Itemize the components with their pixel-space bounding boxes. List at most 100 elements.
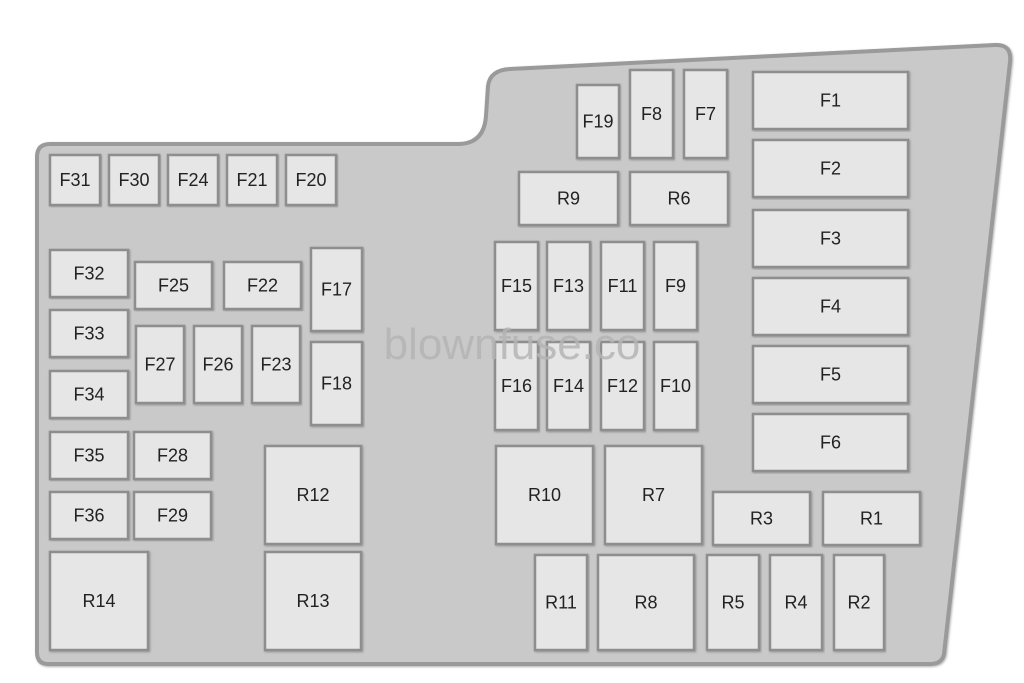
fuse-slot-box — [533, 553, 589, 652]
fuse-slot-label: F7 — [695, 104, 716, 124]
fuse-slot-label: R2 — [847, 593, 870, 613]
fuse-slot-f30: F30 — [107, 153, 161, 207]
fuse-slot-f13: F13 — [545, 240, 592, 332]
fuse-slot-label: R5 — [721, 593, 744, 613]
fuse-slot-box — [575, 83, 621, 160]
fuse-slot-f16: F16 — [493, 340, 540, 432]
fuse-slot-label: R12 — [296, 485, 329, 505]
fuse-slot-box — [603, 444, 704, 546]
fuse-slot-box — [263, 550, 363, 652]
fuse-slot-box — [821, 490, 922, 547]
fuse-slot-label: R11 — [545, 593, 577, 613]
fuse-slot-r3: R3 — [711, 490, 812, 547]
fuse-slot-label: F12 — [607, 376, 638, 396]
fuse-slot-f6: F6 — [751, 412, 910, 473]
fuse-slot-label: F18 — [321, 374, 352, 394]
fuse-slot-r13: R13 — [263, 550, 363, 652]
fuse-slot-f27: F27 — [134, 324, 186, 405]
fuse-slot-r1: R1 — [821, 490, 922, 547]
fuse-slot-label: F31 — [59, 170, 90, 190]
fuse-slot-label: F16 — [501, 376, 532, 396]
fuse-slot-box — [48, 308, 130, 359]
fuse-cells: F1F2F3F4F5F6F7F8F9F10F11F12F13F14F15F16F… — [48, 68, 922, 652]
fuse-slot-box — [711, 490, 812, 547]
fuse-slot-label: F10 — [660, 376, 691, 396]
fuse-slot-box — [132, 430, 213, 481]
fuse-slot-box — [494, 444, 595, 546]
fuse-slot-label: F8 — [641, 104, 662, 124]
fuse-slot-label: F6 — [820, 433, 841, 453]
fuse-slot-label: R10 — [528, 485, 561, 505]
fuse-slot-f14: F14 — [545, 340, 592, 432]
fuse-slot-box — [705, 553, 761, 652]
fuse-slot-label: F25 — [158, 276, 189, 296]
fuse-slot-f15: F15 — [493, 240, 540, 332]
fuse-slot-box — [628, 68, 675, 160]
fuse-slot-box — [263, 444, 363, 546]
fuse-slot-box — [48, 550, 150, 652]
fuse-slot-label: F26 — [202, 355, 233, 375]
fuse-slot-r7: R7 — [603, 444, 704, 546]
fuse-slot-box — [309, 246, 364, 333]
fuse-slot-f22: F22 — [222, 260, 303, 311]
fuse-slot-box — [222, 260, 303, 311]
fuse-slot-f28: F28 — [132, 430, 213, 481]
fuse-slot-label: R13 — [296, 591, 329, 611]
fuse-slot-box — [545, 340, 592, 432]
fuse-slot-f34: F34 — [48, 369, 130, 420]
fuse-slot-box — [493, 340, 540, 432]
fuse-slot-r2: R2 — [832, 553, 886, 652]
fuse-slot-f20: F20 — [284, 153, 338, 207]
fuse-slot-f10: F10 — [652, 340, 699, 432]
fuse-slot-r6: R6 — [628, 170, 730, 227]
fuse-slot-label: R7 — [642, 485, 665, 505]
fuse-slot-box — [768, 553, 824, 652]
fuse-slot-f12: F12 — [599, 340, 646, 432]
fuse-slot-label: F5 — [820, 365, 841, 385]
fuse-slot-box — [751, 276, 910, 337]
fuse-slot-box — [493, 240, 540, 332]
fuse-slot-r14: R14 — [48, 550, 150, 652]
fuse-slot-box — [751, 208, 910, 269]
fuse-slot-label: F3 — [820, 229, 841, 249]
fuse-slot-box — [517, 170, 620, 227]
fuse-slot-box — [225, 153, 279, 207]
fuse-slot-f33: F33 — [48, 308, 130, 359]
fuse-slot-r4: R4 — [768, 553, 824, 652]
fuse-slot-f7: F7 — [682, 68, 729, 160]
fuse-slot-box — [48, 153, 102, 207]
fuse-slot-box — [751, 344, 910, 405]
fuse-slot-label: R9 — [557, 189, 580, 209]
fuse-slot-label: F15 — [501, 276, 532, 296]
fuse-slot-label: F9 — [665, 276, 686, 296]
fuse-slot-box — [48, 248, 130, 299]
fuse-slot-label: F23 — [260, 355, 291, 375]
fuse-slot-r9: R9 — [517, 170, 620, 227]
fuse-slot-box — [545, 240, 592, 332]
fuse-slot-label: F27 — [144, 355, 175, 375]
fuse-slot-f3: F3 — [751, 208, 910, 269]
fuse-slot-f5: F5 — [751, 344, 910, 405]
fuse-slot-label: F14 — [553, 376, 584, 396]
fuse-slot-r5: R5 — [705, 553, 761, 652]
watermark-text: blownfuse.co — [384, 320, 641, 369]
fuse-slot-f26: F26 — [192, 324, 244, 405]
fuse-slot-box — [751, 70, 910, 131]
fuse-slot-box — [832, 553, 886, 652]
fuse-slot-box — [134, 324, 186, 405]
fuse-slot-box — [48, 430, 130, 481]
fuse-slot-label: F28 — [157, 446, 188, 466]
fuse-slot-box — [652, 240, 699, 332]
fuse-slot-box — [250, 324, 302, 405]
fuse-slot-box — [284, 153, 338, 207]
fuse-slot-box — [309, 340, 364, 427]
fuse-slot-f11: F11 — [599, 240, 646, 332]
fuse-slot-box — [599, 340, 646, 432]
fuse-slot-label: F34 — [73, 385, 104, 405]
fuse-slot-f21: F21 — [225, 153, 279, 207]
fuse-slot-box — [599, 240, 646, 332]
fuse-slot-box — [132, 490, 213, 541]
fuse-slot-label: R4 — [784, 593, 807, 613]
fuse-slot-box — [682, 68, 729, 160]
